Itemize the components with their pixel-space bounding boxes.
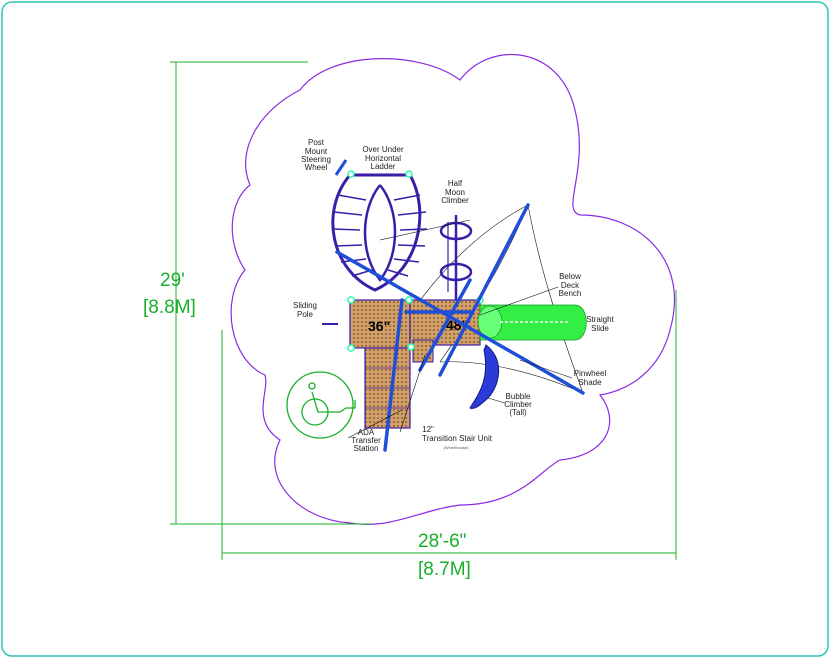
svg-text:Ladder: Ladder [371, 162, 396, 171]
svg-text:Sliding: Sliding [293, 301, 317, 310]
ladder-post-icon [347, 170, 355, 178]
height-m-label: [8.8M] [143, 297, 196, 318]
pinwheel-shade-frame [335, 203, 585, 452]
ladder-rungs [332, 194, 428, 277]
over-under-ladder [331, 173, 422, 292]
svg-text:Bench: Bench [559, 289, 582, 298]
label-pinwheel: Pinwheel Shade [574, 369, 607, 387]
label-sliding-pole: Sliding Pole [293, 301, 317, 319]
height-dimension [170, 61, 370, 525]
label-bench: Below Deck Bench [559, 272, 582, 298]
safety-zone-outline [230, 53, 676, 525]
label-ladder: Over Under Horizontal Ladder [362, 145, 404, 171]
width-ft-label: 28'-6" [418, 531, 466, 552]
svg-text:Climber: Climber [504, 400, 532, 409]
straight-slide [477, 304, 587, 341]
label-steering-wheel: Post Mount Steering Wheel [301, 138, 331, 172]
svg-text:(Tall): (Tall) [509, 408, 527, 417]
svg-text:Bubble: Bubble [506, 392, 531, 401]
svg-text:(Wheelhouse): (Wheelhouse) [444, 445, 470, 450]
svg-text:Climber: Climber [441, 196, 469, 205]
ada-wheelchair-icon [286, 371, 356, 439]
svg-text:Mount: Mount [305, 147, 328, 156]
svg-text:Over Under: Over Under [362, 145, 404, 154]
svg-text:Pinwheel: Pinwheel [574, 369, 607, 378]
svg-text:ADA: ADA [358, 428, 375, 437]
width-m-label: [8.7M] [418, 559, 471, 580]
label-slide: Straight Slide [586, 315, 614, 333]
width-dimension [221, 290, 677, 560]
leader-lines [347, 219, 573, 439]
svg-text:Deck: Deck [561, 281, 580, 290]
label-stair: 12" Transition Stair Unit (Wheelhouse) [422, 425, 493, 450]
svg-text:Wheel: Wheel [305, 163, 328, 172]
label-bubble: Bubble Climber (Tall) [504, 392, 532, 417]
label-half-moon: Half Moon Climber [441, 179, 469, 205]
deck-36-label: 36" [368, 318, 390, 334]
height-ft-label: 29' [160, 270, 185, 291]
steering-wheel-icon [334, 159, 348, 176]
bubble-climber [469, 344, 500, 409]
svg-text:Below: Below [559, 272, 581, 281]
svg-text:Horizontal: Horizontal [365, 154, 401, 163]
svg-text:Post: Post [308, 138, 325, 147]
svg-text:Transition Stair Unit: Transition Stair Unit [422, 434, 493, 443]
svg-text:Moon: Moon [445, 188, 465, 197]
svg-text:Station: Station [354, 444, 379, 453]
svg-text:Slide: Slide [591, 324, 609, 333]
svg-text:12": 12" [422, 425, 434, 434]
deck-posts [347, 296, 484, 352]
svg-text:Shade: Shade [578, 378, 602, 387]
svg-text:Straight: Straight [586, 315, 614, 324]
svg-text:Half: Half [448, 179, 463, 188]
svg-text:Transfer: Transfer [351, 436, 381, 445]
ladder-post-icon [405, 170, 413, 178]
transfer-steps [365, 367, 410, 409]
label-ada: ADA Transfer Station [351, 428, 381, 453]
svg-text:Pole: Pole [297, 310, 314, 319]
svg-text:Steering: Steering [301, 155, 331, 164]
